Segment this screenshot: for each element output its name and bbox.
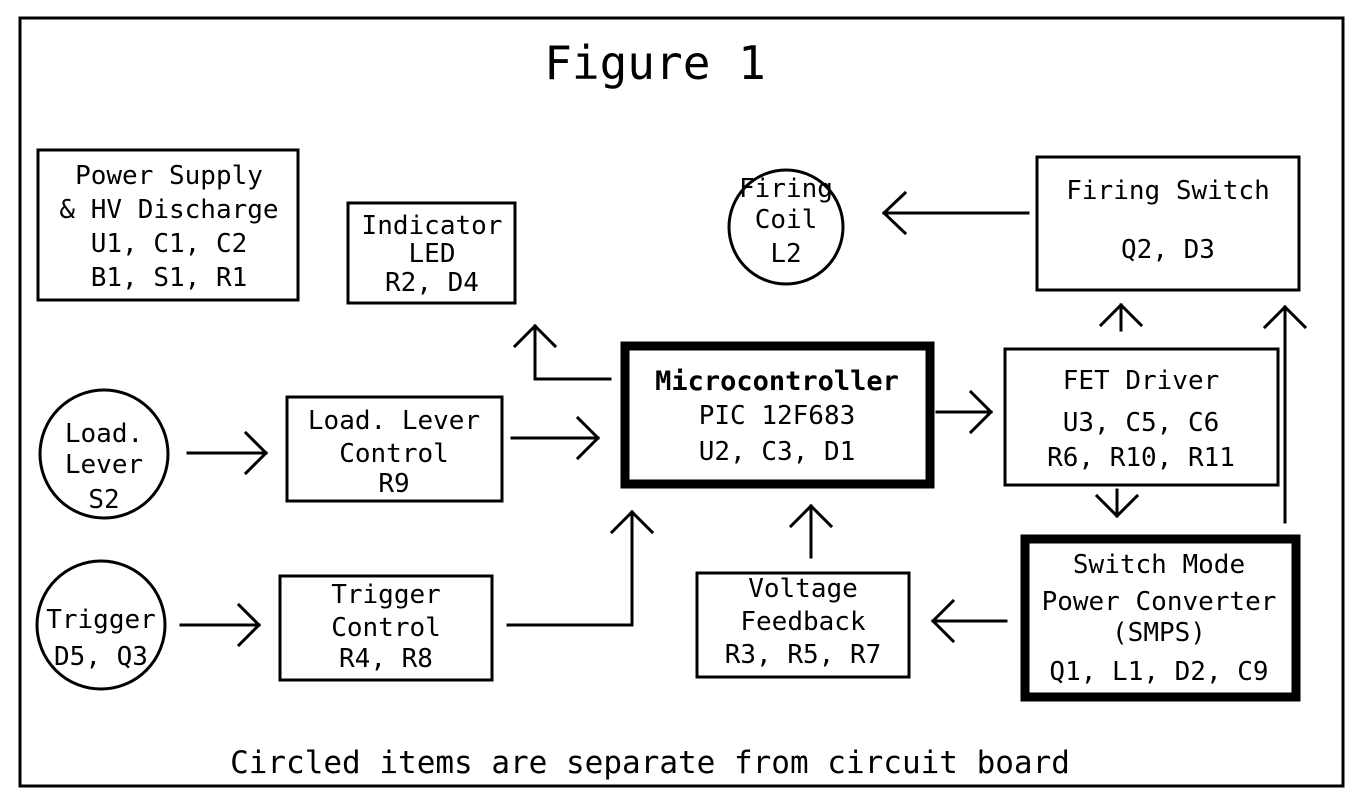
load-lever-control-label-3: R9	[378, 469, 409, 499]
connectors	[179, 190, 1308, 648]
fet-driver-box	[1003, 347, 1280, 487]
trigger-control-label-2: Control	[331, 613, 441, 643]
firing-coil-label-3: L2	[770, 239, 801, 269]
fet-driver-label-3: R6, R10, R11	[1047, 443, 1235, 473]
figure-frame	[18, 16, 1345, 788]
voltage-feedback-label-1: Voltage	[748, 574, 858, 604]
indicator-led-box	[346, 201, 517, 305]
power-supply-box	[36, 148, 300, 302]
fet-driver-label-2: U3, C5, C6	[1063, 408, 1220, 438]
voltage-feedback-label-2: Feedback	[740, 607, 866, 637]
microcontroller-label-1: Microcontroller	[655, 366, 899, 397]
indicator-led-label-3: R2, D4	[385, 268, 479, 298]
load-lever-label-2: Lever	[65, 450, 143, 480]
indicator-led-label-2: LED	[409, 239, 456, 269]
load-lever-label-1: Load.	[65, 419, 143, 449]
load-lever-control-label-2: Control	[339, 439, 449, 469]
voltage-feedback-box	[695, 571, 911, 679]
voltage-feedback-label-3: R3, R5, R7	[725, 640, 882, 670]
load-lever-control-box	[285, 395, 504, 503]
trigger-circle	[35, 559, 167, 691]
firing-coil-label-1: Firing	[739, 174, 833, 204]
smps-label-3: (SMPS)	[1112, 618, 1206, 648]
power-supply-label-2: & HV Discharge	[59, 195, 278, 225]
microcontroller-label-2: PIC 12F683	[699, 401, 856, 431]
smps-label-2: Power Converter	[1042, 587, 1277, 617]
load-lever-circle	[38, 388, 170, 520]
power-supply-label-4: B1, S1, R1	[91, 263, 248, 293]
fet-driver-label-1: FET Driver	[1063, 366, 1220, 396]
power-supply-label-1: Power Supply	[75, 161, 263, 191]
microcontroller-box	[620, 341, 935, 489]
trigger-control-label-3: R4, R8	[339, 644, 433, 674]
indicator-led-label-1: Indicator	[362, 211, 503, 241]
firing-coil-label-2: Coil	[755, 205, 818, 235]
trigger-label-1: Trigger	[46, 605, 156, 635]
trigger-control-box	[278, 574, 494, 682]
load-lever-label-3: S2	[88, 485, 119, 515]
smps-label-4: Q1, L1, D2, C9	[1049, 657, 1268, 687]
microcontroller-label-3: U2, C3, D1	[699, 437, 856, 467]
firing-switch-label-2: Q2, D3	[1121, 235, 1215, 265]
firing-switch-box	[1035, 155, 1301, 292]
smps-label-1: Switch Mode	[1073, 550, 1245, 580]
smps-box	[1020, 534, 1301, 702]
power-supply-label-3: U1, C1, C2	[91, 229, 248, 259]
load-lever-control-label-1: Load. Lever	[308, 406, 480, 436]
figure-title: Figure 1	[544, 36, 766, 90]
footnote: Circled items are separate from circuit …	[230, 745, 1070, 781]
firing-coil-circle	[727, 168, 845, 286]
trigger-control-label-1: Trigger	[331, 580, 441, 610]
firing-switch-label-1: Firing Switch	[1066, 176, 1270, 206]
trigger-label-2: D5, Q3	[54, 642, 148, 672]
